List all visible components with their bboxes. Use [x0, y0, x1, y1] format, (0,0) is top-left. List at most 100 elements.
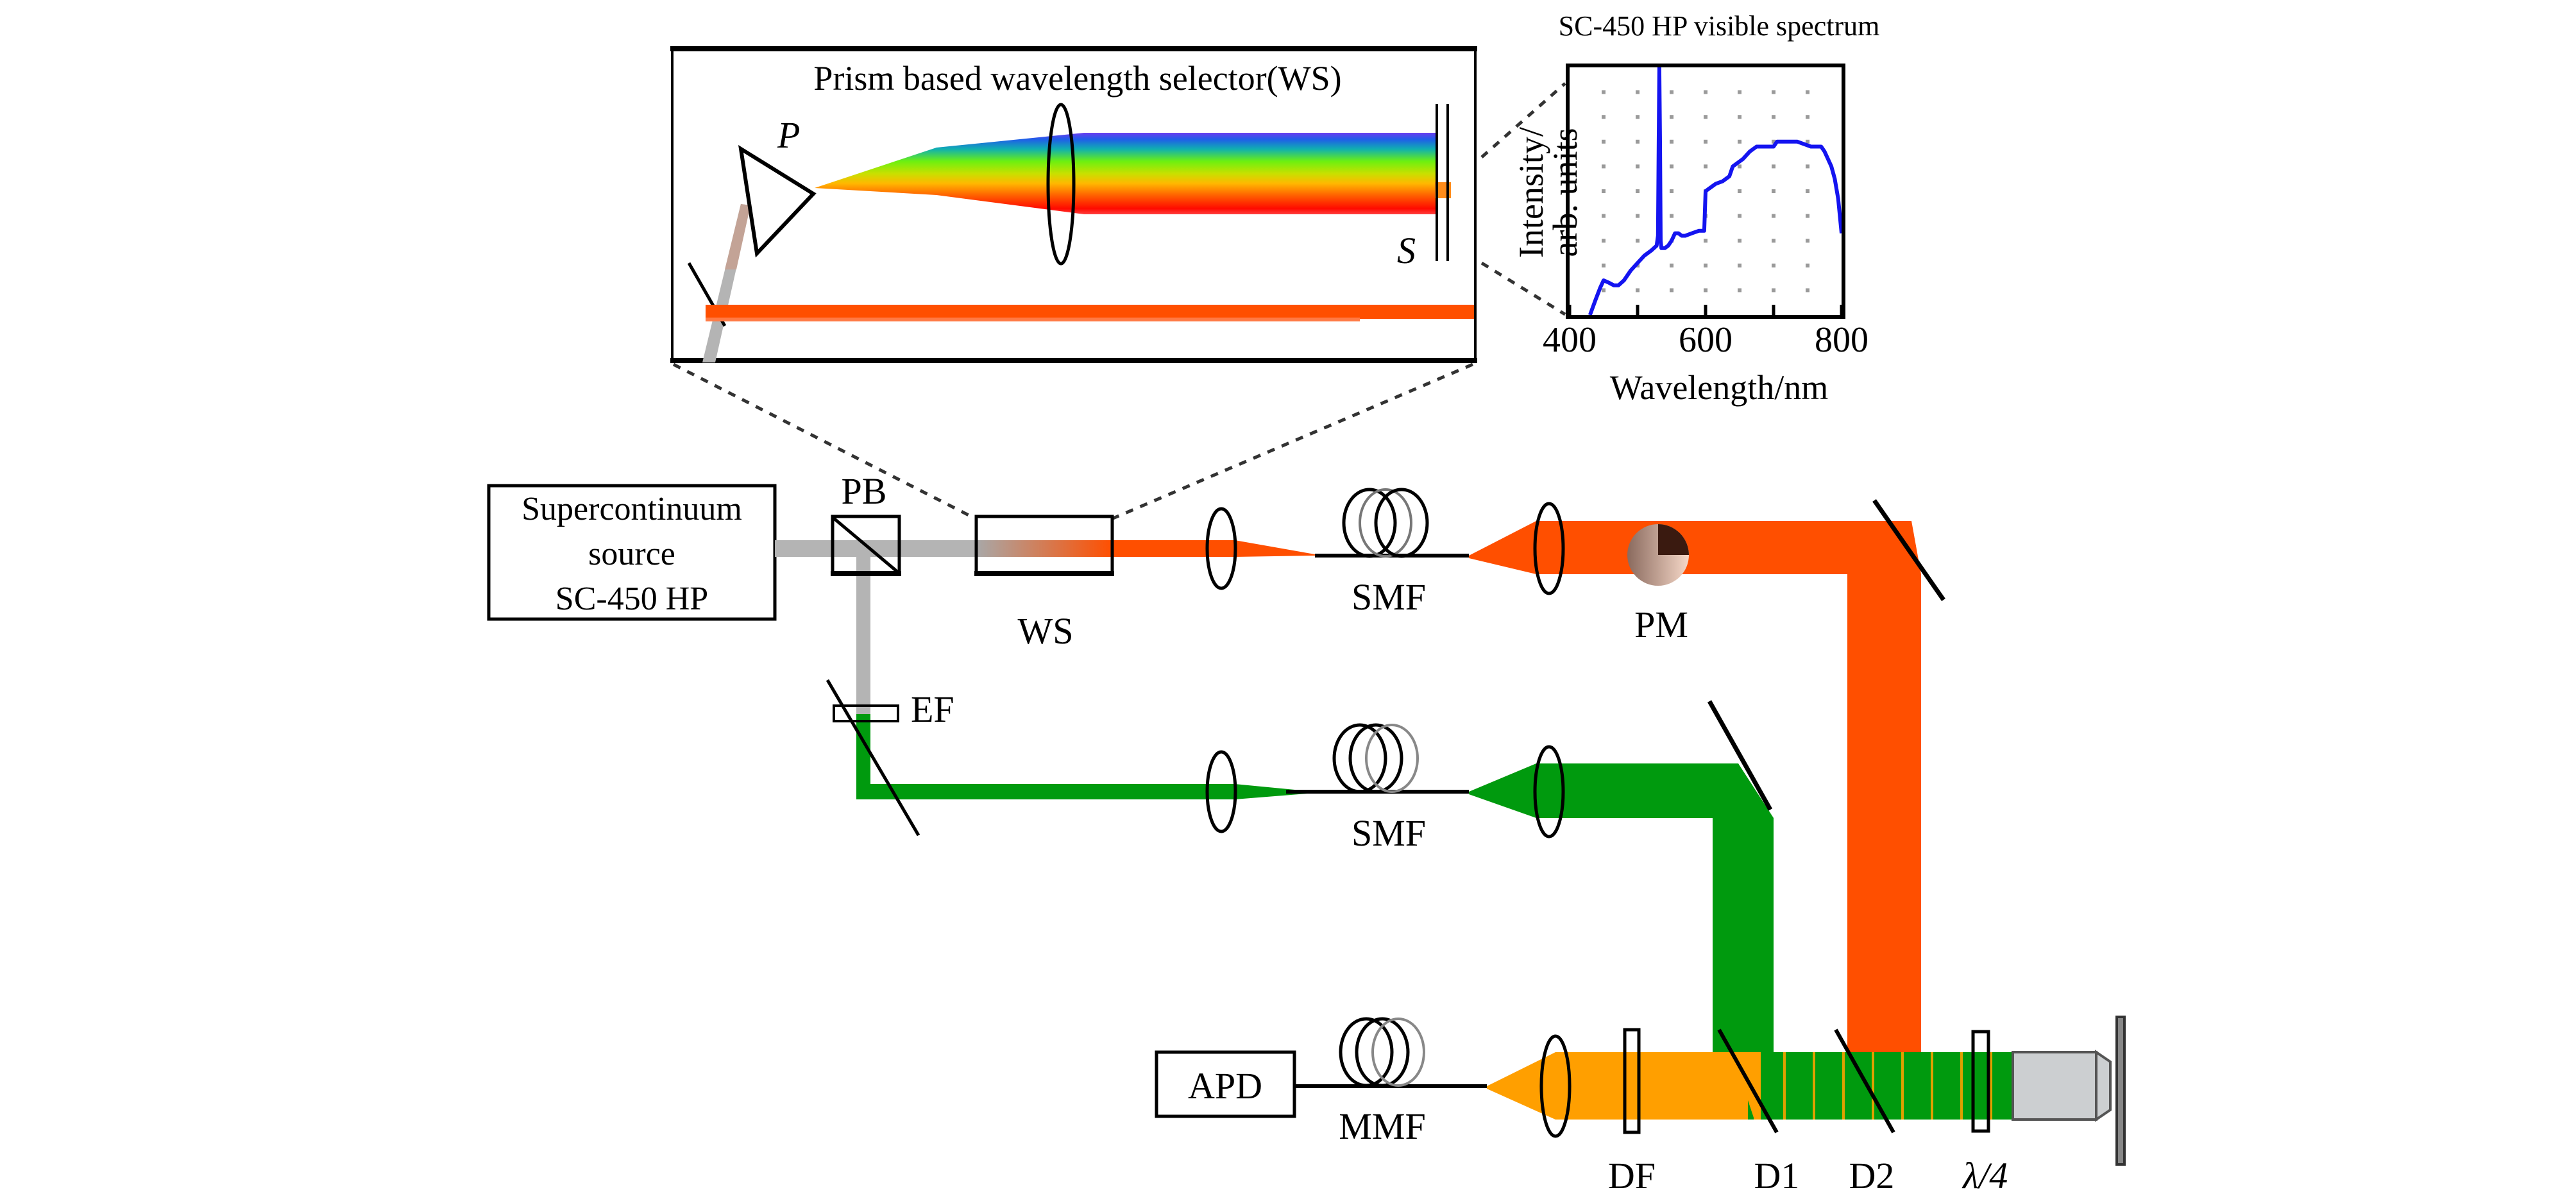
quarter-wave-plate [1971, 1030, 1990, 1133]
chart-grid-dot [1670, 115, 1674, 119]
chart-grid-dot [1738, 115, 1741, 119]
excitation-filter: EF [833, 688, 954, 730]
chart-x-axis-label: Wavelength/nm [1610, 368, 1829, 407]
chart-x-tick-label: 600 [1679, 320, 1733, 360]
objective-tip [2095, 1050, 2112, 1122]
inset-output-beam-edge [706, 318, 1360, 321]
detection-filter [1623, 1028, 1641, 1134]
ef-filter [833, 704, 899, 722]
ws-beam-gradient [976, 540, 1112, 557]
objective-lens [2012, 1050, 2112, 1122]
spectrum-series-line [1588, 65, 1843, 316]
smf-red-label: SMF [1352, 576, 1426, 618]
dispersed-spectrum [815, 133, 1437, 214]
white-beam-vertical [856, 557, 870, 714]
white-light-beam [775, 540, 985, 557]
smf-green-loop-1 [1332, 723, 1387, 794]
ws-label: WS [1018, 610, 1074, 652]
zoom-line-right [1112, 362, 1473, 520]
chart-grid-dot [1636, 288, 1640, 293]
chart-grid-dot [1806, 214, 1809, 218]
apd-box [1155, 1050, 1296, 1118]
red-beam-to-lens [1112, 540, 1221, 557]
chart-grid-dot [1738, 214, 1741, 218]
df-label: DF [1608, 1155, 1656, 1197]
green-expanding-cone [1469, 763, 1536, 818]
d2-label: D2 [1849, 1155, 1895, 1197]
chart-grid-dot [1704, 263, 1707, 268]
chart-grid-dot [1704, 90, 1707, 94]
source-label-line3: SC-450 HP [555, 581, 708, 617]
chart-y-axis-label-line2: arb. units [1546, 128, 1584, 257]
inset-lens [1046, 103, 1076, 266]
smf-green-label: SMF [1352, 812, 1426, 854]
chart-grid-dot [1704, 288, 1707, 293]
inset-frame-top [670, 46, 1477, 51]
chart-grid-dot [1704, 139, 1707, 144]
chart-x-tick-label: 800 [1815, 320, 1868, 360]
smf-green-loop-2 [1348, 723, 1403, 794]
chart-grid-dot [1806, 115, 1809, 119]
lens-red-coupling [1205, 507, 1237, 590]
prism-label: P [777, 114, 800, 156]
chart-grid-dot [1602, 139, 1606, 144]
apd-label: APD [1188, 1065, 1262, 1107]
mmf-label: MMF [1339, 1105, 1425, 1147]
pm-dark-quadrant [1658, 524, 1689, 555]
lens-detection [1539, 1034, 1572, 1138]
objective-body [2012, 1051, 2097, 1121]
apd-detector: APD [1155, 1050, 1296, 1118]
ef-label: EF [911, 688, 954, 730]
chart-grid-dot [1636, 214, 1640, 218]
mmf-loop-2 [1355, 1017, 1410, 1087]
mirror-green-input [826, 679, 920, 837]
chart-grid-dot [1636, 189, 1640, 193]
chart-grid-dot [1636, 239, 1640, 243]
inset-title: Prism based wavelength selector(WS) [813, 59, 1341, 98]
smf-green: SMF [1286, 723, 1469, 854]
mmf: MMF [1294, 1017, 1487, 1147]
chart-grid-dot [1772, 90, 1775, 94]
green-focus-cone [1222, 784, 1315, 799]
chart-grid-dot [1806, 139, 1809, 144]
chart-grid-dot [1772, 164, 1775, 169]
chart-zoom-line-bottom [1480, 261, 1566, 316]
chart-grid-dot [1772, 288, 1775, 293]
mirror-red-steer [1872, 498, 1945, 602]
chart-grid-dot [1806, 263, 1809, 268]
chart-grid-dot [1738, 239, 1741, 243]
smf-red-loop-1 [1342, 488, 1397, 558]
green-beam-down [1713, 763, 1774, 1055]
chart-grid-dot [1738, 164, 1741, 169]
qwp-label: λ/4 [1962, 1155, 2008, 1197]
chart-grid-dot [1670, 90, 1674, 94]
inset-input-beam-upper [725, 204, 750, 269]
supercontinuum-source: Supercontinuum source SC-450 HP [487, 484, 777, 621]
chart-grid-dot [1738, 90, 1741, 94]
chart-plot-frame [1566, 64, 1845, 319]
chart-grid-dot [1704, 164, 1707, 169]
chart-grid-dot [1738, 189, 1741, 193]
chart-grid-dot [1806, 288, 1809, 293]
chart-grid-dot [1704, 115, 1707, 119]
lens-green-collimator [1533, 745, 1565, 839]
chart-zoom-line-top [1480, 82, 1566, 158]
chart-grid-dot [1602, 189, 1606, 193]
chart-x-ticks [1568, 305, 1843, 315]
chart-grid-dot [1670, 288, 1674, 293]
chart-grid-dot [1636, 90, 1640, 94]
chart-grid-dot [1670, 189, 1674, 193]
dichroic-d1 [1717, 1028, 1779, 1134]
mmf-loop-3 [1371, 1018, 1425, 1087]
orange-fluorescence-beam [1555, 1052, 1748, 1120]
chart-grid-dot [1602, 214, 1606, 218]
source-box [487, 484, 777, 621]
sample-slide [2115, 1016, 2126, 1166]
source-label-line1: Supercontinuum [521, 491, 742, 527]
chart-grid-dot [1602, 263, 1606, 268]
inset-output-beam [706, 305, 1474, 319]
chart-grid-dot [1738, 139, 1741, 144]
